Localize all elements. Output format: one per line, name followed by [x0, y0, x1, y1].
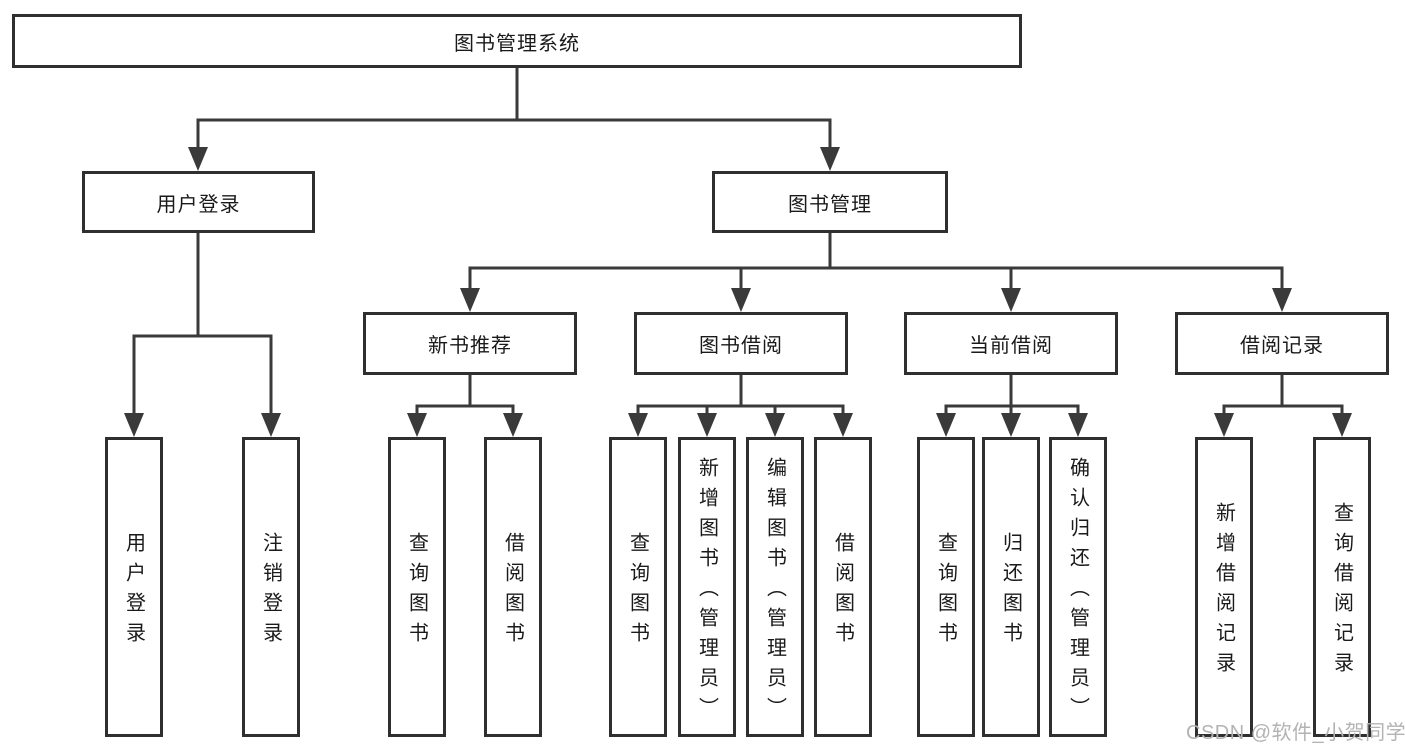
arrow-down-icon: [1272, 288, 1292, 312]
node-label: 借阅图书: [831, 532, 854, 652]
node-label: 注销登录: [259, 532, 282, 652]
leaf-borrow-books-recommend: 借阅图书: [484, 437, 542, 737]
leaf-user-login: 用户登录: [105, 437, 163, 737]
node-current-borrowing: 当前借阅: [904, 312, 1118, 375]
node-label: 编辑图书（管理员）: [763, 457, 786, 727]
node-label: 新书推荐: [428, 335, 512, 357]
node-label: 图书管理: [788, 193, 872, 216]
arrow-down-icon: [820, 147, 840, 171]
arrow-down-icon: [261, 413, 281, 437]
node-book-borrowing: 图书借阅: [634, 312, 848, 375]
connector-line: [468, 233, 1284, 290]
node-label: 借阅图书: [501, 532, 524, 652]
leaf-query-borrow-record: 查询借阅记录: [1313, 437, 1371, 737]
node-user-login: 用户登录: [82, 171, 315, 233]
node-book-management: 图书管理: [712, 171, 948, 233]
connector-line: [944, 375, 1080, 416]
leaf-edit-books-admin: 编辑图书（管理员）: [746, 437, 804, 737]
node-label: 图书管理系统: [454, 32, 580, 55]
arrow-down-icon: [1214, 413, 1234, 437]
arrow-down-icon: [833, 413, 853, 437]
leaf-return-books: 归还图书: [982, 437, 1040, 737]
leaf-add-books-admin: 新增图书（管理员）: [678, 437, 736, 737]
node-label: 用户登录: [122, 532, 145, 652]
connector-line: [636, 375, 845, 416]
arrow-down-icon: [765, 413, 785, 437]
arrow-down-icon: [731, 288, 751, 312]
arrow-down-icon: [628, 413, 648, 437]
arrow-down-icon: [460, 288, 480, 312]
arrow-down-icon: [407, 413, 427, 437]
leaf-add-borrow-record: 新增借阅记录: [1195, 437, 1253, 737]
node-label: 查询借阅记录: [1330, 502, 1353, 682]
arrow-down-icon: [503, 413, 523, 437]
leaf-logout: 注销登录: [242, 437, 300, 737]
node-label: 查询图书: [626, 532, 649, 652]
node-label: 借阅记录: [1240, 335, 1324, 357]
arrow-down-icon: [1001, 413, 1021, 437]
node-label: 用户登录: [156, 193, 241, 216]
node-label: 当前借阅: [969, 335, 1053, 357]
leaf-confirm-return-admin: 确认归还（管理员）: [1049, 437, 1107, 737]
connector-line: [1222, 375, 1344, 416]
arrow-down-icon: [697, 413, 717, 437]
node-label: 归还图书: [999, 532, 1022, 652]
node-borrowing-records: 借阅记录: [1175, 312, 1389, 375]
node-label: 查询图书: [405, 532, 428, 652]
node-label: 新增图书（管理员）: [695, 457, 718, 727]
connector-line: [415, 375, 515, 416]
arrow-down-icon: [1332, 413, 1352, 437]
node-label: 图书借阅: [699, 335, 783, 357]
node-label: 确认归还（管理员）: [1066, 457, 1089, 727]
leaf-query-books-recommend: 查询图书: [388, 437, 446, 737]
arrow-down-icon: [188, 147, 208, 171]
arrow-down-icon: [1068, 413, 1088, 437]
node-label: 新增借阅记录: [1212, 502, 1235, 682]
node-label: 查询图书: [934, 532, 957, 652]
leaf-borrow-books: 借阅图书: [814, 437, 872, 737]
csdn-watermark: CSDN @软件_小贺同学: [1186, 722, 1405, 744]
arrow-down-icon: [124, 413, 144, 437]
connector-line: [196, 68, 832, 150]
leaf-query-books-borrow: 查询图书: [609, 437, 667, 737]
arrow-down-icon: [936, 413, 956, 437]
arrow-down-icon: [1001, 288, 1021, 312]
connector-line: [132, 233, 273, 415]
leaf-query-books-current: 查询图书: [917, 437, 975, 737]
node-new-book-recommendation: 新书推荐: [363, 312, 577, 375]
node-library-management-system: 图书管理系统: [12, 14, 1022, 68]
